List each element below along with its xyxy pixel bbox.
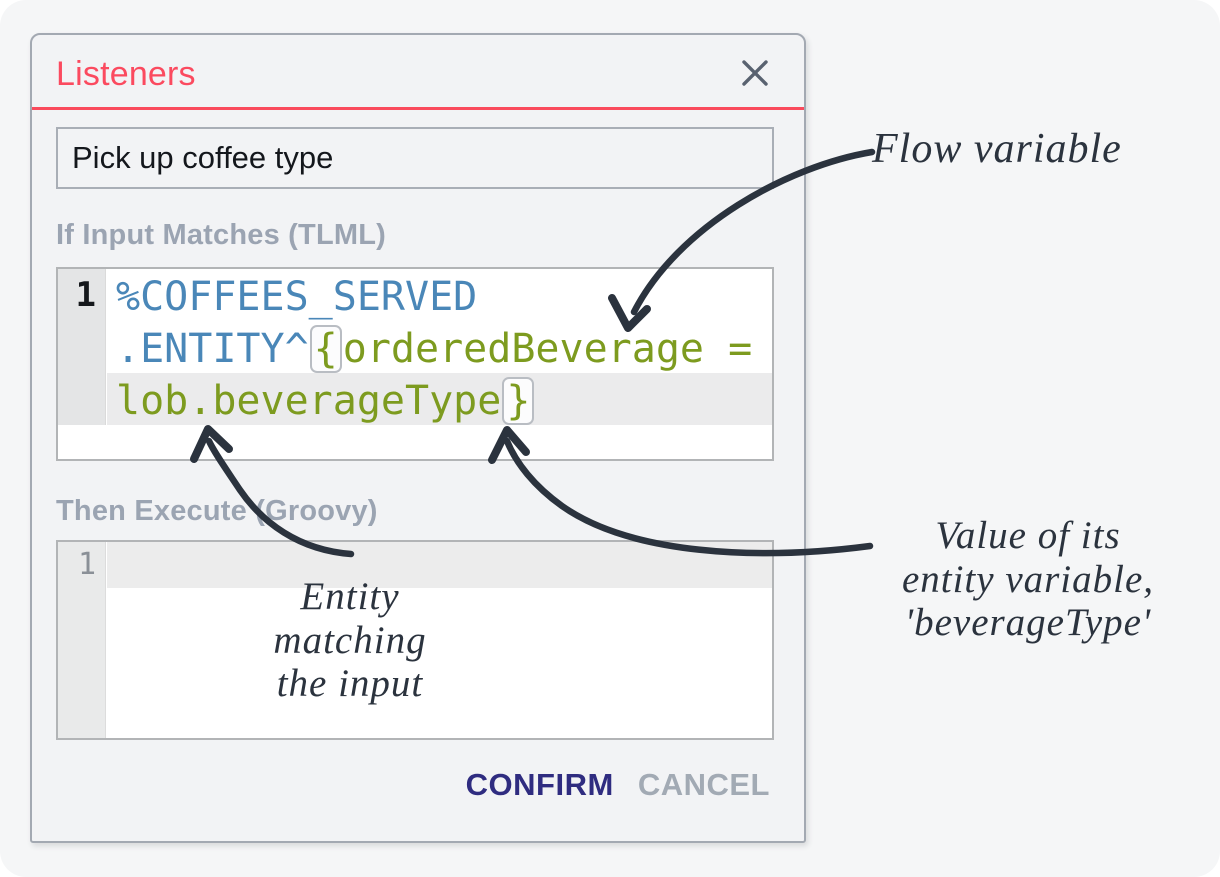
code-line-wrap-1: %COFFEES_SERVED xyxy=(116,271,772,323)
listener-name-input[interactable] xyxy=(56,127,774,189)
annotation-entity-value-line1: Value of its xyxy=(935,514,1121,557)
code-token-keyword: %COFFEES_SERVED xyxy=(116,274,478,320)
tlml-code-content: %COFFEES_SERVED .ENTITY^{orderedBeverage… xyxy=(116,271,772,427)
annotation-entity-value-line2: entity variable, xyxy=(901,557,1155,601)
annotation-entity-matching-line1: Entity xyxy=(300,575,400,618)
tlml-editor-gutter: 1 xyxy=(58,269,106,425)
annotation-entity-matching-line3: the input xyxy=(276,662,424,706)
code-line-wrap-2: .ENTITY^{orderedBeverage = xyxy=(116,323,772,375)
groovy-editor-gutter: 1 xyxy=(58,542,106,738)
dialog-title: Listeners xyxy=(56,55,196,93)
code-token-close-brace: } xyxy=(502,377,535,425)
code-token-value: lob.beverageType xyxy=(116,378,502,424)
annotation-entity-matching-line2: matching xyxy=(273,618,427,662)
annotation-entity-value: Value of its entity variable, 'beverageT… xyxy=(846,514,1210,645)
groovy-line-number: 1 xyxy=(77,547,96,582)
close-icon xyxy=(740,59,770,91)
close-button[interactable] xyxy=(738,57,772,91)
annotation-flow-variable: Flow variable xyxy=(872,126,1122,172)
dialog-action-bar: CONFIRM CANCEL xyxy=(466,767,770,803)
cancel-button[interactable]: CANCEL xyxy=(637,767,770,802)
annotation-entity-value-line3: 'beverageType' xyxy=(904,601,1152,645)
code-token-open-brace: { xyxy=(309,325,342,373)
listeners-dialog: Listeners If Input Matches (TLML) 1 %COF… xyxy=(30,33,806,843)
code-token-expression: orderedBeverage = xyxy=(342,326,753,372)
code-token-entity: .ENTITY^ xyxy=(116,326,309,372)
title-divider xyxy=(32,107,804,110)
tlml-active-line-highlight xyxy=(107,373,772,425)
groovy-section-label: Then Execute (Groovy) xyxy=(56,495,378,527)
tlml-section-label: If Input Matches (TLML) xyxy=(56,219,387,251)
confirm-button[interactable]: CONFIRM xyxy=(465,767,614,802)
code-line-wrap-3: lob.beverageType} xyxy=(116,375,772,427)
tlml-line-number: 1 xyxy=(75,275,96,315)
annotation-entity-matching: Entity matching the input xyxy=(232,575,468,706)
tlml-code-editor[interactable]: 1 %COFFEES_SERVED .ENTITY^{orderedBevera… xyxy=(56,267,774,461)
